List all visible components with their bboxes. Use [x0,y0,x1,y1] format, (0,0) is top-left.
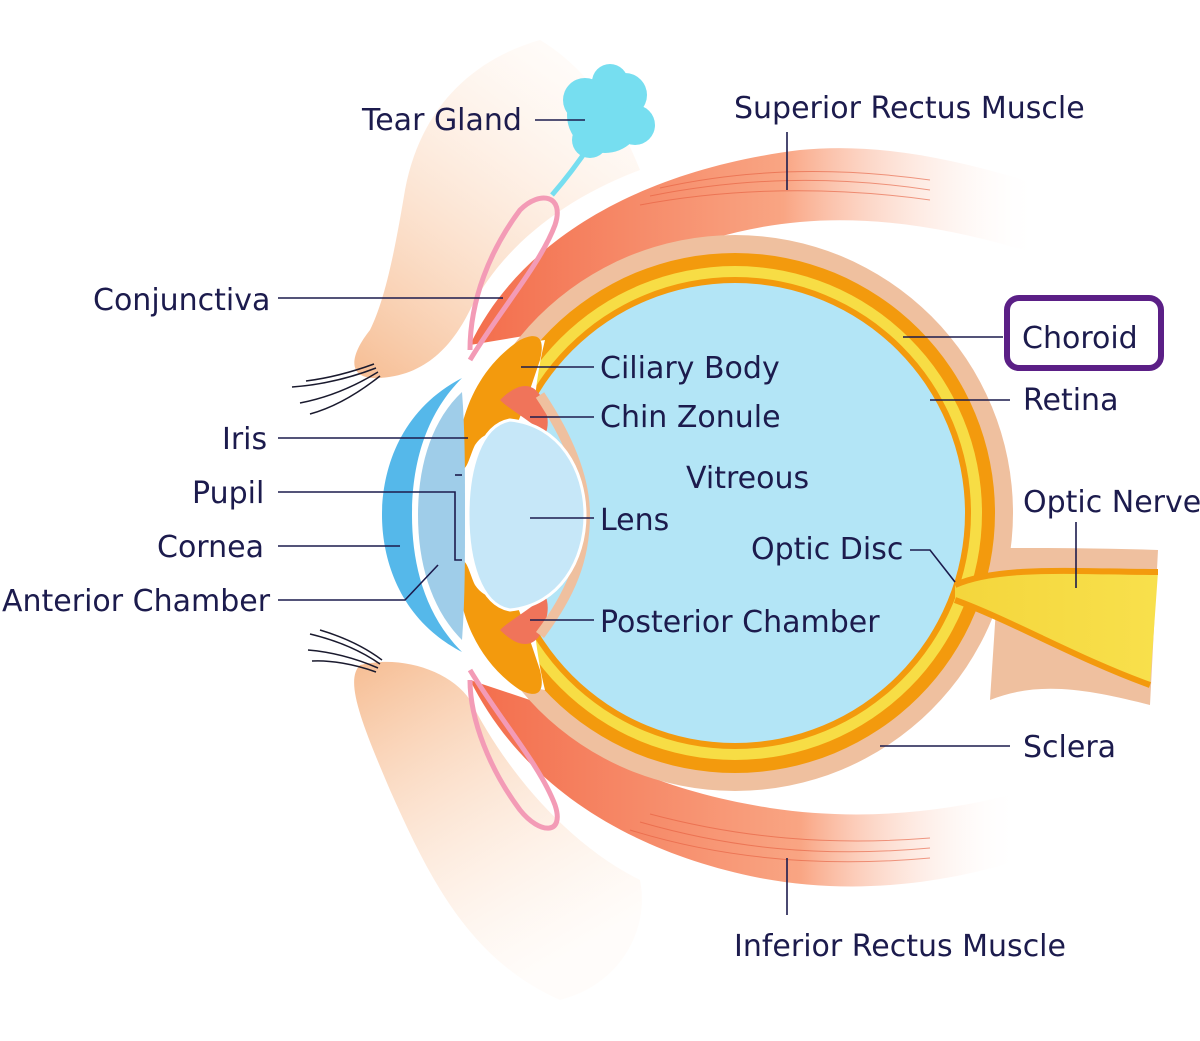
upper-eyelashes [291,363,381,415]
label-superior-rectus-muscle: Superior Rectus Muscle [734,91,1085,126]
optic-nerve-border [953,567,1159,588]
cornea-shape [382,378,462,652]
vitreous-shape [505,283,965,743]
inferior-rectus-muscle-shape [470,680,1020,887]
label-vitreous: Vitreous [686,461,809,496]
inferior-rectus-fibers [629,813,931,863]
label-retina: Retina [1023,383,1118,418]
zonule-upper [500,385,548,435]
label-posterior-chamber: Posterior Chamber [600,605,880,640]
lens-shape [466,418,587,612]
optic-nerve-shape [955,570,1158,685]
conjunctiva-lower [467,668,560,831]
label-lens: Lens [600,503,669,538]
lower-eyelashes [307,629,383,673]
optic-nerve-border-lower [953,597,1152,688]
label-pupil: Pupil [192,476,264,511]
ciliary-body-upper [458,336,542,470]
tear-gland-shape [563,64,655,158]
label-chin-zonule: Chin Zonule [600,400,781,435]
zonule-lower [500,595,548,645]
label-conjunctiva: Conjunctiva [93,283,270,318]
label-iris: Iris [222,422,267,457]
label-cornea: Cornea [157,530,264,565]
label-optic-disc: Optic Disc [751,532,903,567]
label-inferior-rectus-muscle: Inferior Rectus Muscle [734,929,1066,964]
label-tear-gland: Tear Gland [361,103,522,138]
leader-lines [278,119,1077,915]
label-anterior-chamber: Anterior Chamber [2,584,271,619]
label-choroid: Choroid [1022,321,1138,356]
label-optic-nerve: Optic Nerve [1023,485,1200,520]
conjunctiva-upper [467,195,560,362]
anterior-chamber-shape [418,392,465,640]
lower-eyelid [354,661,642,1000]
label-ciliary-body: Ciliary Body [600,351,780,386]
ciliary-body-lower [458,560,542,694]
choroid-highlight-box [1004,295,1164,371]
label-sclera: Sclera [1023,730,1116,765]
superior-rectus-muscle-shape [470,148,1040,345]
